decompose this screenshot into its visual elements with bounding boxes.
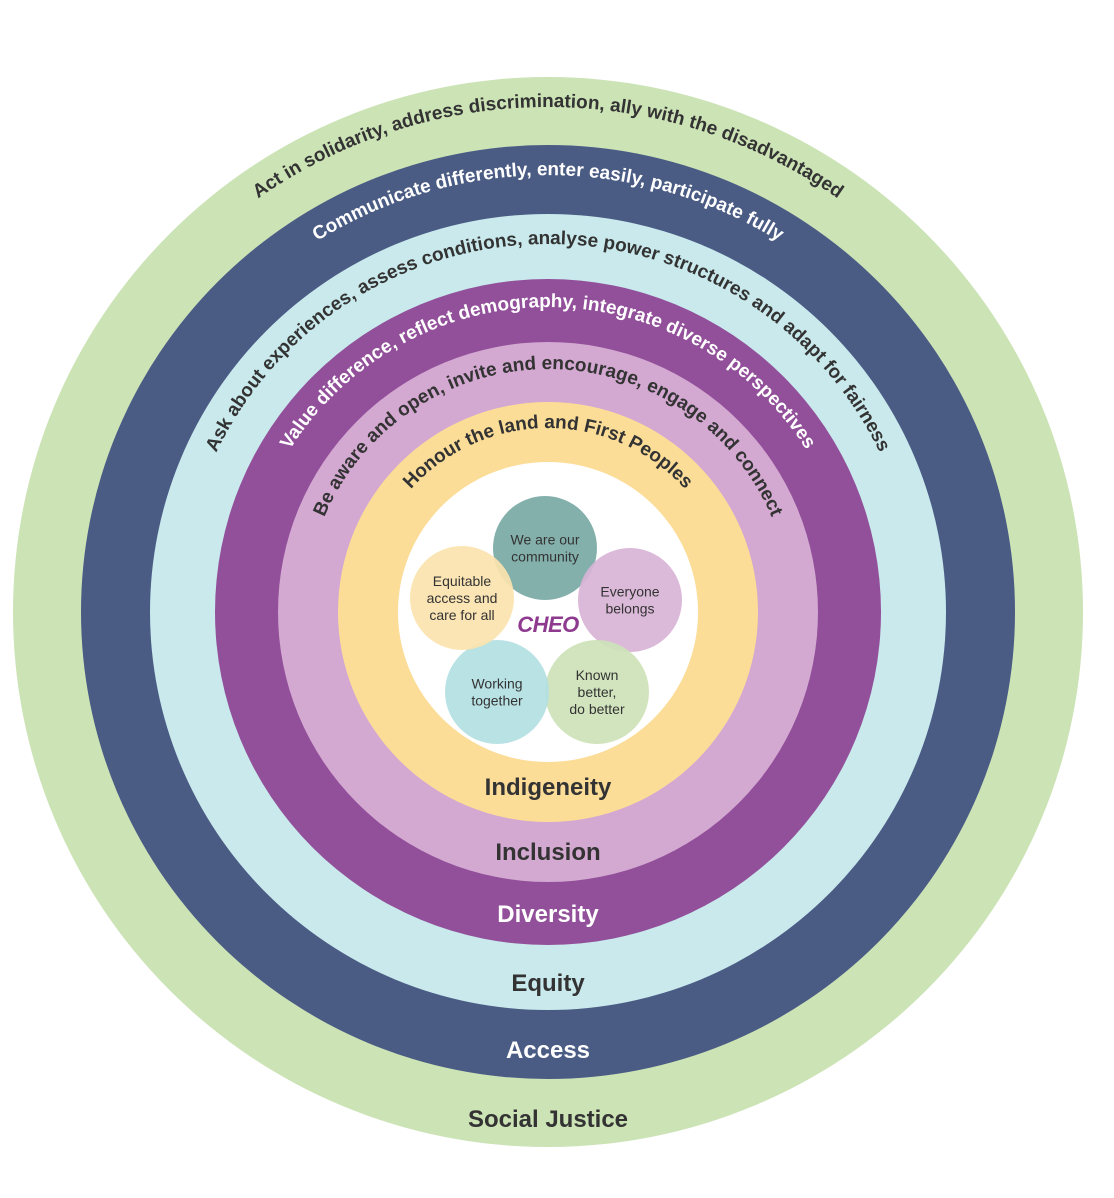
value-circle-community bbox=[493, 496, 597, 600]
ring-label-equity: Equity bbox=[511, 970, 585, 997]
value-circle-belongs bbox=[578, 548, 682, 652]
value-circle-known bbox=[545, 640, 649, 744]
ring-label-diversity: Diversity bbox=[497, 901, 599, 928]
cheo-logo: CHEO bbox=[517, 612, 579, 637]
value-circle-together bbox=[445, 640, 549, 744]
ring-label-access: Access bbox=[506, 1037, 590, 1064]
ring-label-inclusion: Inclusion bbox=[495, 839, 600, 866]
ring-label-layer: Social Justice Access Equity Diversity Inclu… bbox=[468, 774, 628, 1133]
value-circle-equitable bbox=[410, 546, 514, 650]
ring-label-social-justice: Social Justice bbox=[468, 1106, 628, 1133]
ring-label-indigeneity: Indigeneity bbox=[485, 774, 612, 801]
